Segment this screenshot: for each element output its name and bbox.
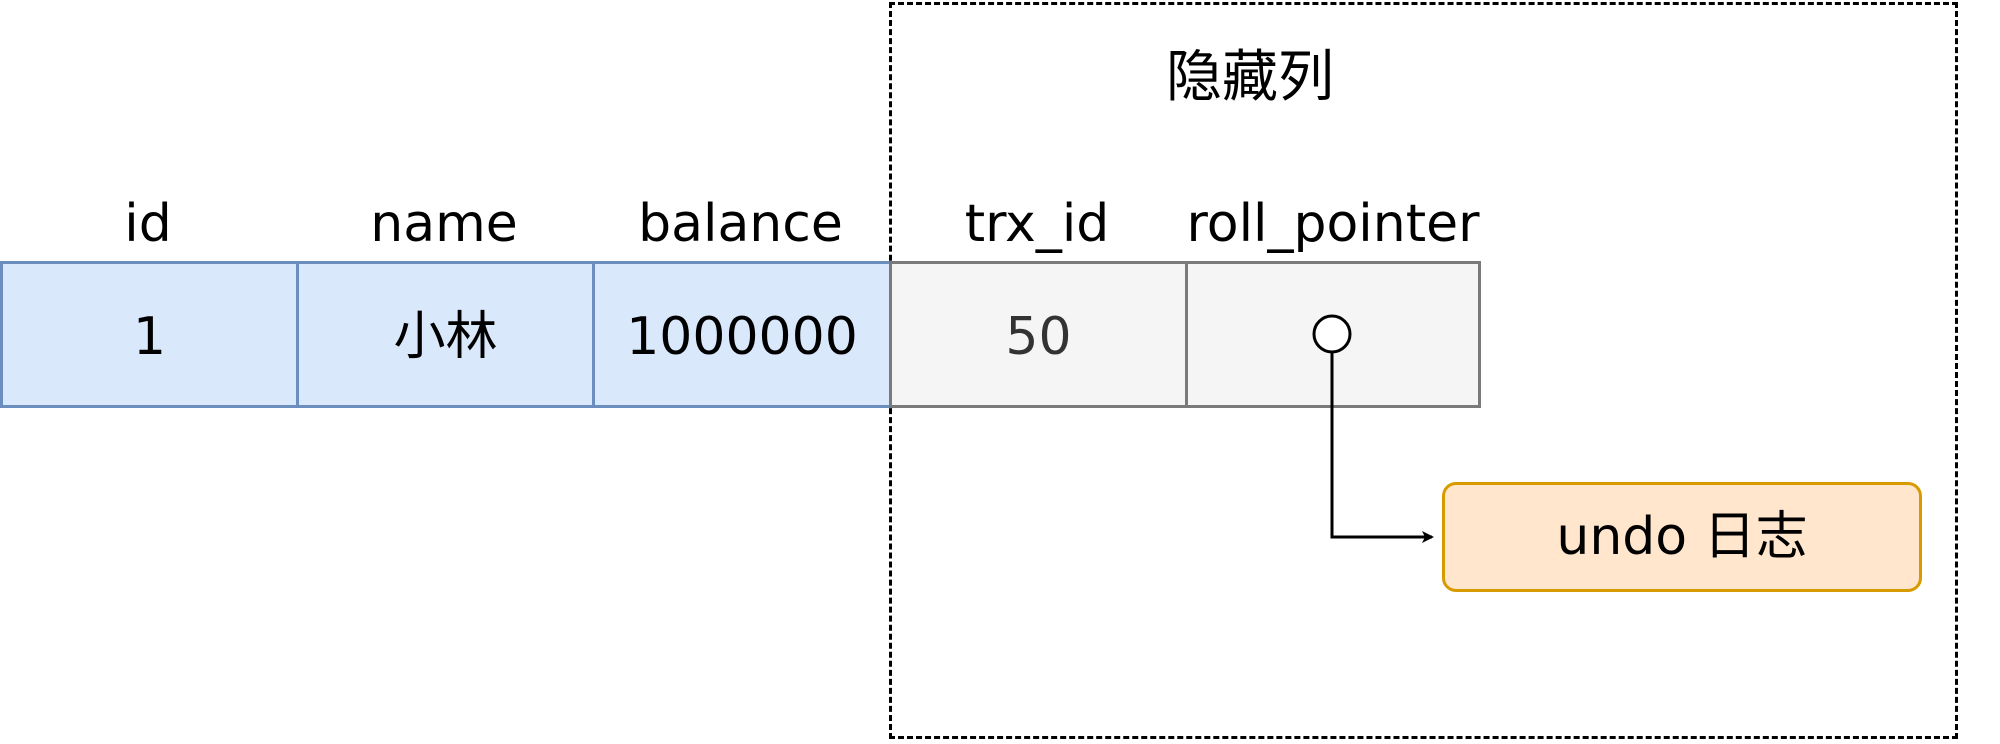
- pointer-dot-icon: [1312, 314, 1352, 354]
- undo-log-box: undo 日志: [1442, 482, 1922, 592]
- column-header-name: name: [370, 194, 518, 254]
- column-header-roll-pointer: roll_pointer: [1186, 194, 1480, 254]
- column-header-id: id: [124, 194, 172, 254]
- column-header-balance: balance: [638, 194, 843, 254]
- pointer-arrow-line: [1330, 334, 1434, 543]
- hidden-columns-title: 隐藏列: [1166, 45, 1334, 110]
- cell-balance: 1000000: [592, 261, 892, 408]
- column-header-trx-id: trx_id: [964, 194, 1110, 254]
